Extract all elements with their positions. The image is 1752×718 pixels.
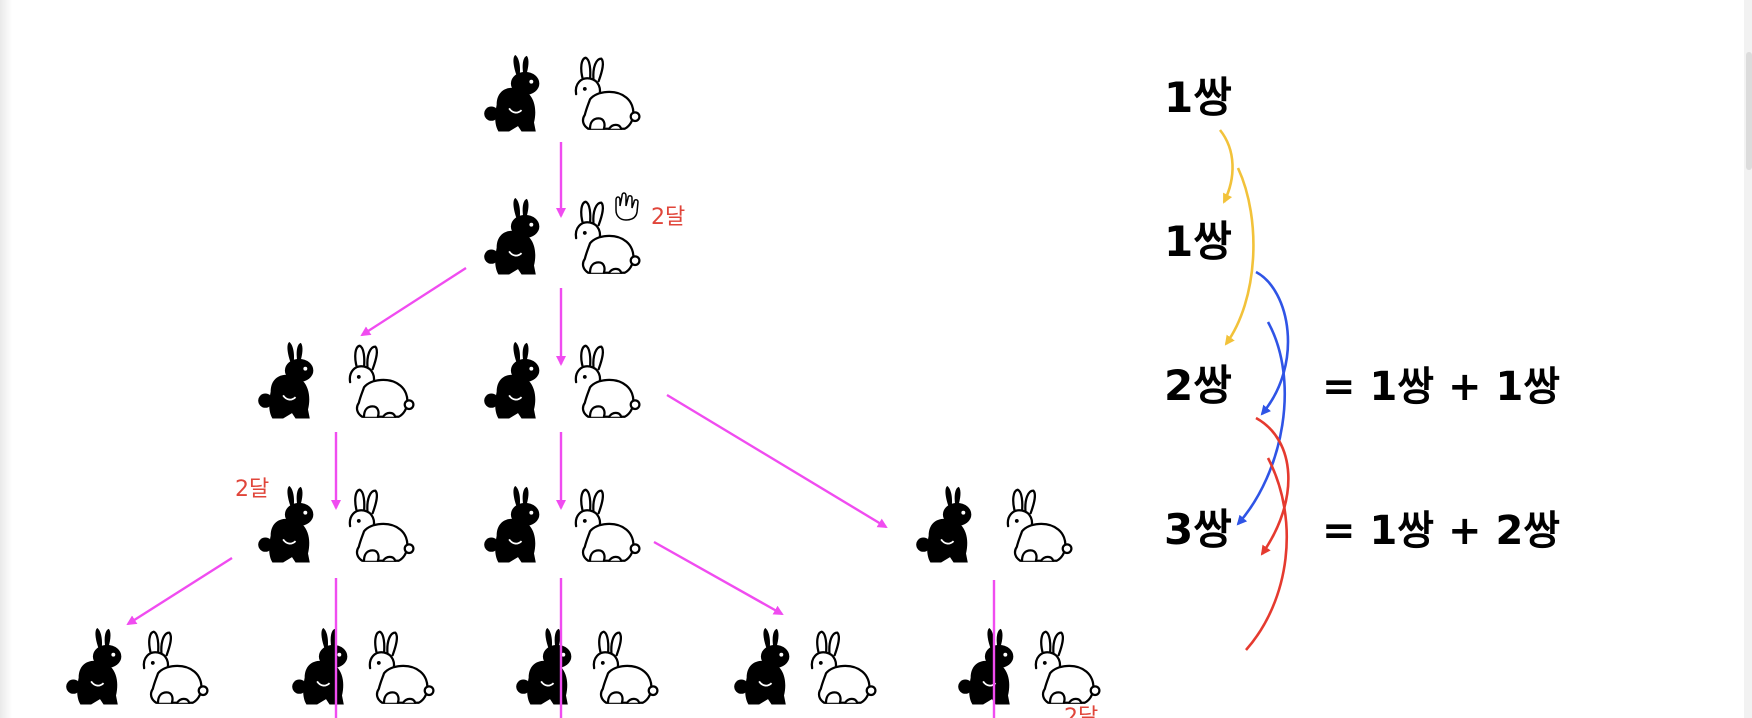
formula-month4: = 1쌍 + 2쌍 [1322,508,1560,554]
black-rabbit-icon [483,342,541,420]
white-rabbit-icon [592,630,659,704]
black-rabbit-icon [291,628,349,706]
rabbit-pair-gen1 [483,55,641,133]
black-rabbit-icon [733,628,791,706]
white-rabbit-icon [574,488,641,562]
tree-arrows [126,142,996,718]
rabbit-pair-gen5-partial [65,628,1101,706]
month-note-3-partial: 2달 [1064,705,1098,718]
red-arrow-1 [1255,416,1290,556]
black-rabbit-icon [483,198,541,276]
arrow-gen2-to-gen3a [360,266,467,337]
month-note-1: 2달 [235,477,269,502]
rabbit-pair-gen3-a [257,342,415,420]
yellow-arrow-2 [1224,167,1255,346]
left-panel-edge [0,0,12,718]
white-rabbit-icon [368,630,435,704]
white-rabbit-icon [574,56,641,130]
white-rabbit-icon [574,344,641,418]
white-rabbit-icon [1006,488,1073,562]
white-rabbit-icon [348,488,415,562]
black-rabbit-icon [915,486,973,564]
rabbit-pair-gen4-c [915,486,1073,564]
arrow-gen4a-to-gen5 [126,556,233,626]
hand-cursor-icon [615,192,639,221]
white-rabbit-icon [348,344,415,418]
black-rabbit-icon [483,486,541,564]
black-rabbit-icon [65,628,123,706]
sum-arrows [1218,129,1290,651]
white-rabbit-icon [1034,630,1101,704]
arrow-gen3b-to-gen4c [666,393,888,529]
black-rabbit-icon [483,55,541,133]
month-note-2: 2달 [651,205,685,230]
formula-month3: = 1쌍 + 1쌍 [1322,364,1560,410]
blue-arrow-2 [1236,321,1286,526]
right-scrollbar[interactable] [1744,0,1752,718]
count-label-month1: 1쌍 [1164,73,1232,122]
yellow-arrow-1 [1218,129,1234,204]
scrollbar-thumb[interactable] [1746,52,1752,170]
black-rabbit-icon [257,342,315,420]
white-rabbit-icon [810,630,877,704]
black-rabbit-icon [957,628,1015,706]
black-rabbit-icon [515,628,573,706]
white-rabbit-icon [142,630,209,704]
red-arrow-2 [1245,457,1289,651]
blue-arrow-1 [1255,270,1290,416]
count-label-month3: 2쌍 [1164,361,1232,410]
arrow-gen4b-to-gen5 [653,540,784,616]
count-label-month4: 3쌍 [1164,505,1232,554]
count-label-month2: 1쌍 [1164,217,1232,266]
